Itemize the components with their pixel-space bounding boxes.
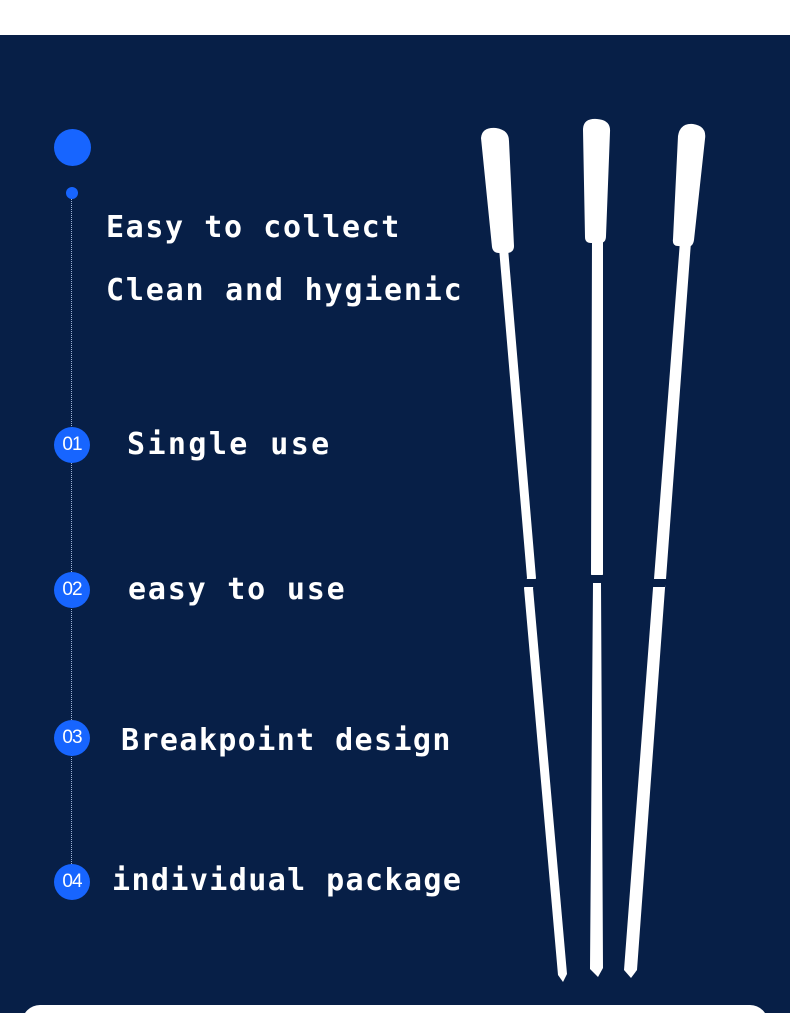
swab-left: [481, 127, 567, 982]
swab-tip-icon: [583, 118, 611, 243]
breakpoint-notch-icon: [590, 575, 604, 583]
feature-label-single-use: Single use: [127, 427, 332, 462]
feature-number-badge: 01: [54, 427, 90, 463]
timeline-dotted-line: [71, 194, 72, 884]
swab-middle: [583, 118, 611, 977]
swab-tip-icon: [481, 127, 514, 253]
feature-number-badge: 02: [54, 572, 90, 608]
swab-stick: [624, 241, 691, 978]
feature-number-badge: 03: [54, 720, 90, 756]
circle-dot-icon: [54, 129, 91, 166]
feature-number-badge: 04: [54, 864, 90, 900]
intro-line-1: Easy to collect: [106, 210, 401, 245]
top-margin: [0, 0, 790, 35]
small-dot-icon: [66, 187, 78, 199]
feature-label-individual-package: individual package: [112, 863, 463, 898]
feature-label-breakpoint-design: Breakpoint design: [121, 723, 452, 758]
breakpoint-notch-icon: [524, 579, 537, 587]
feature-label-easy-to-use: easy to use: [128, 572, 347, 607]
swab-stick: [499, 248, 567, 982]
swab-stick: [590, 238, 603, 977]
breakpoint-notch-icon: [652, 579, 667, 587]
swab-tip-icon: [672, 123, 706, 247]
swab-right: [624, 123, 706, 978]
next-section-card: [22, 1005, 768, 1013]
intro-line-2: Clean and hygienic: [106, 273, 464, 308]
